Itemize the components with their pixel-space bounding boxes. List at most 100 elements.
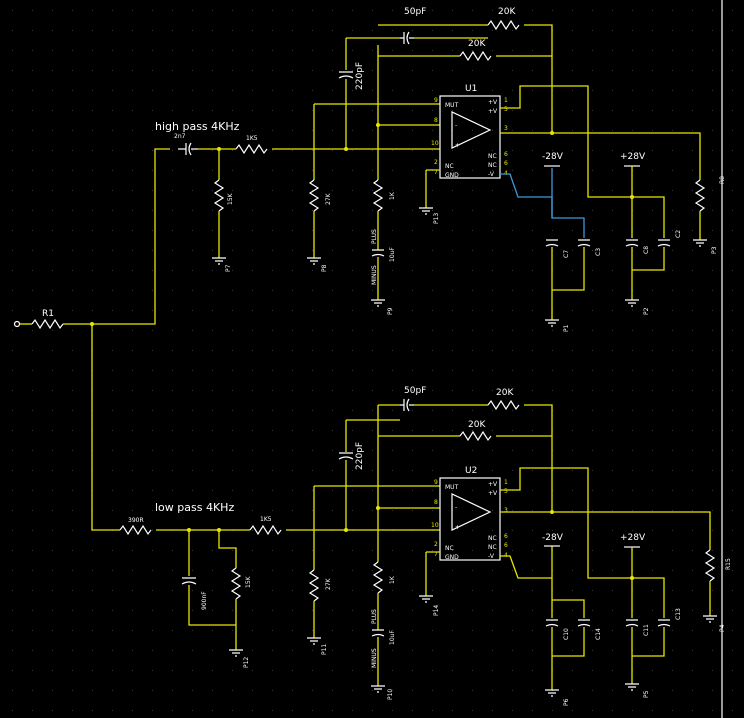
svg-text:-V: -V bbox=[488, 553, 495, 560]
cap-2n7[interactable] bbox=[178, 142, 198, 156]
svg-text:-V: -V bbox=[488, 171, 495, 178]
svg-text:C7: C7 bbox=[563, 250, 570, 258]
svg-text:P9: P9 bbox=[387, 307, 394, 315]
cap-50pf-hp[interactable] bbox=[400, 31, 414, 45]
svg-text:1K5: 1K5 bbox=[246, 135, 258, 142]
svg-text:MUT: MUT bbox=[445, 102, 459, 109]
low-pass-section: low pass 4KHz 390R 900nF 15K P12 1K5 27K… bbox=[119, 386, 732, 706]
res-1k-lp[interactable] bbox=[372, 561, 384, 594]
res-r8[interactable] bbox=[694, 179, 706, 212]
opamp-u1-triangle bbox=[451, 111, 492, 149]
svg-text:7: 7 bbox=[434, 169, 438, 176]
svg-text:220pF: 220pF bbox=[355, 442, 365, 470]
svg-text:P12: P12 bbox=[243, 657, 250, 668]
svg-text:15K: 15K bbox=[245, 575, 252, 588]
svg-text:+V: +V bbox=[488, 99, 498, 106]
svg-text:C8: C8 bbox=[643, 246, 650, 254]
cap-c2[interactable] bbox=[657, 239, 671, 247]
svg-text:5: 5 bbox=[504, 106, 508, 113]
cap-50pf-lp[interactable] bbox=[400, 398, 414, 412]
svg-text:2: 2 bbox=[434, 159, 438, 166]
svg-text:3: 3 bbox=[504, 507, 508, 514]
cap-220pf-hp[interactable] bbox=[338, 71, 354, 79]
svg-text:U2: U2 bbox=[465, 466, 477, 476]
res-390r[interactable] bbox=[119, 524, 152, 536]
svg-text:+28V: +28V bbox=[620, 152, 646, 162]
svg-text:2n7: 2n7 bbox=[174, 133, 186, 140]
svg-text:1: 1 bbox=[504, 479, 508, 486]
svg-text:P3: P3 bbox=[711, 246, 718, 254]
svg-text:-28V: -28V bbox=[542, 533, 564, 543]
svg-text:1: 1 bbox=[504, 97, 508, 104]
cap-10uf-lp[interactable] bbox=[371, 629, 385, 637]
res-27k-hp[interactable] bbox=[308, 179, 320, 212]
svg-text:NC: NC bbox=[488, 153, 497, 160]
svg-text:9: 9 bbox=[434, 479, 438, 486]
svg-text:6: 6 bbox=[504, 160, 508, 167]
res-1k-hp[interactable] bbox=[372, 179, 384, 212]
cap-10uf-hp[interactable] bbox=[371, 249, 385, 257]
svg-text:5: 5 bbox=[504, 488, 508, 495]
cap-220pf-lp[interactable] bbox=[338, 452, 354, 460]
svg-text:1K: 1K bbox=[389, 575, 396, 584]
opamp-u2[interactable] bbox=[439, 477, 501, 561]
svg-text:P7: P7 bbox=[225, 264, 232, 272]
opamp-u1[interactable] bbox=[439, 95, 501, 179]
svg-text:PLUS: PLUS bbox=[371, 609, 378, 624]
svg-text:NC: NC bbox=[488, 544, 497, 551]
svg-text:20K: 20K bbox=[468, 420, 486, 430]
svg-text:GND: GND bbox=[445, 172, 459, 179]
svg-text:P11: P11 bbox=[321, 644, 328, 655]
svg-text:20K: 20K bbox=[496, 388, 514, 398]
svg-text:NC: NC bbox=[488, 535, 497, 542]
svg-text:3: 3 bbox=[504, 125, 508, 132]
cap-900nf[interactable] bbox=[181, 577, 197, 585]
cap-c14[interactable] bbox=[577, 619, 591, 627]
svg-text:MINUS: MINUS bbox=[371, 265, 378, 285]
svg-text:10uF: 10uF bbox=[389, 630, 396, 645]
res-1k5-lp[interactable] bbox=[249, 524, 282, 536]
opamp-u2-triangle bbox=[451, 493, 492, 531]
svg-text:NC: NC bbox=[488, 162, 497, 169]
svg-text:+V: +V bbox=[488, 481, 498, 488]
svg-text:C11: C11 bbox=[643, 624, 650, 636]
svg-text:-: - bbox=[455, 504, 457, 511]
res-20k-hp-a[interactable] bbox=[487, 19, 520, 31]
svg-text:U1: U1 bbox=[465, 84, 477, 94]
svg-text:P6: P6 bbox=[563, 698, 570, 706]
cap-c8[interactable] bbox=[625, 239, 639, 247]
cap-c11[interactable] bbox=[625, 619, 639, 627]
cap-c3[interactable] bbox=[577, 239, 591, 247]
low-pass-title: low pass 4KHz bbox=[155, 501, 234, 514]
svg-text:1K5: 1K5 bbox=[260, 516, 272, 523]
svg-text:C3: C3 bbox=[595, 248, 602, 256]
res-27k-lp[interactable] bbox=[308, 569, 320, 602]
svg-text:10uF: 10uF bbox=[389, 247, 396, 262]
svg-text:P10: P10 bbox=[387, 689, 394, 700]
input-terminal[interactable] bbox=[13, 320, 21, 328]
cap-c7[interactable] bbox=[545, 239, 559, 247]
svg-text:MUT: MUT bbox=[445, 484, 459, 491]
res-20k-hp-b[interactable] bbox=[459, 50, 492, 62]
res-15k-lp[interactable] bbox=[230, 567, 242, 600]
svg-text:C2: C2 bbox=[675, 230, 682, 238]
res-20k-lp-a[interactable] bbox=[487, 399, 520, 411]
svg-text:10: 10 bbox=[431, 140, 439, 147]
res-20k-lp-b[interactable] bbox=[459, 430, 492, 442]
svg-text:15K: 15K bbox=[227, 192, 234, 205]
grid-dots bbox=[12, 10, 733, 711]
svg-text:27K: 27K bbox=[325, 192, 332, 205]
res-r15[interactable] bbox=[704, 549, 716, 582]
svg-text:P2: P2 bbox=[643, 307, 650, 315]
res-15k-hp[interactable] bbox=[213, 179, 225, 212]
cap-c10[interactable] bbox=[545, 619, 559, 627]
svg-text:8: 8 bbox=[434, 117, 438, 124]
svg-text:PLUS: PLUS bbox=[371, 229, 378, 244]
svg-text:+28V: +28V bbox=[620, 533, 646, 543]
svg-text:NC: NC bbox=[445, 163, 454, 170]
res-1k5-hp[interactable] bbox=[235, 143, 268, 155]
svg-text:1K: 1K bbox=[389, 191, 396, 200]
cap-c13[interactable] bbox=[657, 619, 671, 627]
